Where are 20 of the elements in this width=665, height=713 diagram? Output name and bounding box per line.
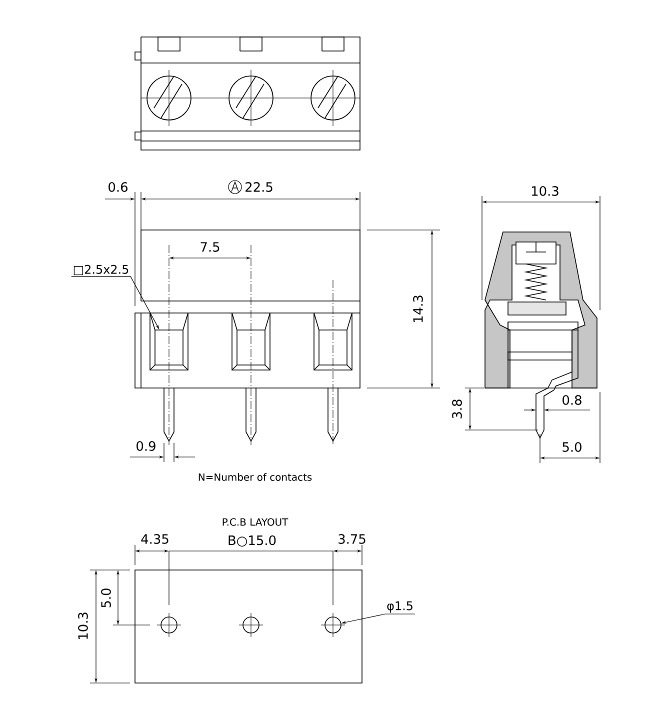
dimension-label: 5.0 bbox=[562, 442, 582, 452]
dimension-label: 10.3 bbox=[532, 186, 558, 196]
dimension-label: 0.6 bbox=[108, 182, 128, 192]
terminal-opening bbox=[154, 330, 184, 366]
dimension-label: 5.0 bbox=[101, 588, 111, 608]
dimension-label: 4.35 bbox=[141, 534, 168, 544]
dimension-label: □2.5x2.5 bbox=[74, 264, 128, 276]
note-text: N=Number of contacts bbox=[198, 473, 312, 481]
dimension-label: 10.3 bbox=[78, 612, 88, 639]
dimension-label: 3.8 bbox=[452, 400, 462, 418]
dimension-label: 0.9 bbox=[136, 441, 156, 451]
dimension-label: 7.5 bbox=[200, 242, 220, 252]
dimension-label: φ1.5 bbox=[387, 601, 412, 613]
dimension-label: 0.8 bbox=[562, 395, 582, 405]
dimension-label: 3.75 bbox=[338, 534, 366, 544]
dimension-label: B○15.0 bbox=[228, 535, 276, 547]
layout-heading: P.C.B LAYOUT bbox=[222, 518, 288, 526]
pcb-hole bbox=[324, 616, 342, 634]
dimension-label: 14.3 bbox=[413, 296, 423, 322]
dimension-label: 22.5 bbox=[246, 182, 272, 192]
